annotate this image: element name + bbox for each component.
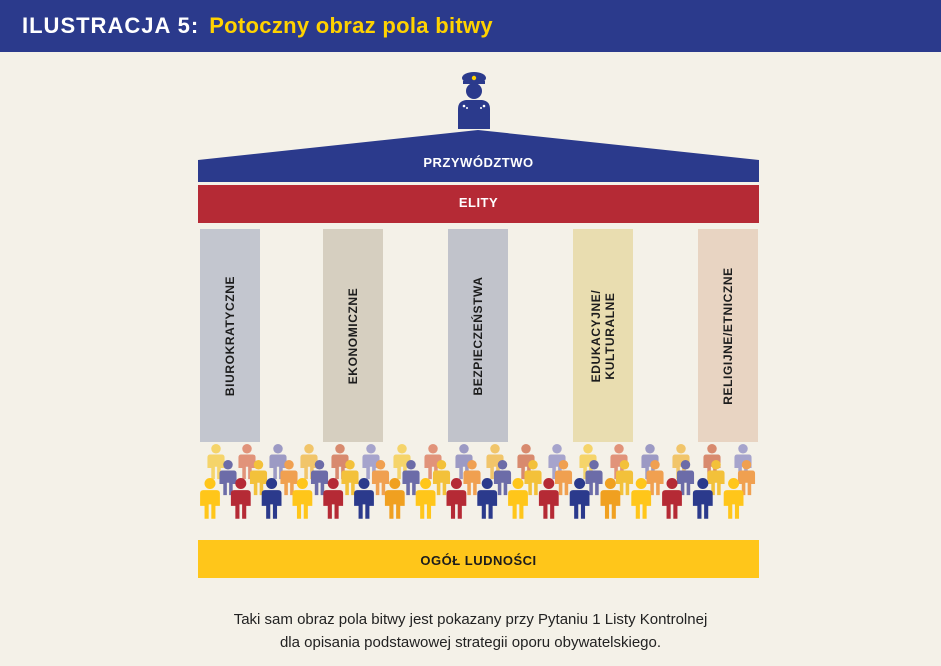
person-icon	[524, 460, 542, 496]
pillar-label: EDUKACYJNE/KULTURALNE	[589, 289, 617, 382]
caption-line-1: Taki sam obraz pola bitwy jest pokazany …	[233, 611, 708, 628]
pillar-2: EKONOMICZNE	[323, 229, 383, 442]
person-icon	[219, 460, 237, 496]
person-icon	[415, 478, 436, 519]
population-crowd	[200, 444, 756, 519]
person-icon	[737, 460, 756, 496]
person-icon	[615, 460, 634, 496]
pillar-label: EKONOMICZNE	[346, 287, 360, 384]
person-icon	[646, 460, 664, 496]
leadership-roof	[198, 130, 759, 182]
figure-title-bar: ILUSTRACJA 5: Potoczny obraz pola bitwy	[0, 0, 941, 52]
figure-number: ILUSTRACJA 5:	[22, 13, 200, 38]
person-icon	[384, 478, 405, 519]
person-icon	[200, 478, 220, 519]
person-icon	[585, 460, 603, 496]
person-icon	[446, 478, 467, 519]
figure-title: Potoczny obraz pola bitwy	[209, 13, 493, 38]
person-icon	[538, 478, 559, 519]
person-icon	[493, 460, 512, 496]
pillar-3: BEZPIECZEŃSTWA	[448, 229, 508, 442]
person-icon	[631, 478, 652, 519]
person-icon	[569, 478, 590, 519]
person-icon	[554, 460, 573, 496]
person-icon	[310, 460, 329, 496]
person-icon	[662, 478, 682, 519]
population-base	[198, 540, 759, 578]
leader-figure-icon	[458, 72, 490, 129]
figure-caption: Taki sam obraz pola bitwy jest pokazany …	[0, 608, 941, 654]
elites-beam	[198, 185, 759, 223]
pillar-label: BIUROKRATYCZNE	[223, 275, 237, 396]
pillar-label: BEZPIECZEŃSTWA	[471, 275, 485, 396]
elites-label: ELITY	[458, 195, 499, 210]
battlefield-diagram: PRZYWÓDZTWO ELITY BIUROKRATYCZNE EKONOMIC…	[0, 52, 941, 612]
person-icon	[432, 460, 451, 496]
leadership-label: PRZYWÓDZTWO	[423, 155, 534, 170]
person-icon	[371, 460, 390, 496]
person-icon	[280, 460, 298, 496]
person-icon	[261, 478, 282, 519]
person-icon	[354, 478, 374, 519]
pillar-4: EDUKACYJNE/KULTURALNE	[573, 229, 633, 442]
person-icon	[692, 478, 713, 519]
person-icon	[508, 478, 528, 519]
person-icon	[230, 478, 251, 519]
person-icon	[463, 460, 481, 496]
person-icon	[477, 478, 498, 519]
person-icon	[323, 478, 344, 519]
person-icon	[676, 460, 695, 496]
person-icon	[402, 460, 420, 496]
population-label: OGÓŁ LUDNOŚCI	[420, 553, 537, 568]
pillar-5: RELIGIJNE/ETNICZNE	[698, 229, 758, 442]
person-icon	[292, 478, 313, 519]
pillar-label: RELIGIJNE/ETNICZNE	[721, 266, 735, 405]
person-icon	[341, 460, 359, 496]
person-icon	[249, 460, 268, 496]
caption-line-2: dla opisania podstawowej strategii oporu…	[279, 634, 662, 651]
person-icon	[723, 478, 744, 519]
pillar-1: BIUROKRATYCZNE	[200, 229, 260, 442]
person-icon	[600, 478, 621, 519]
person-icon	[707, 460, 725, 496]
